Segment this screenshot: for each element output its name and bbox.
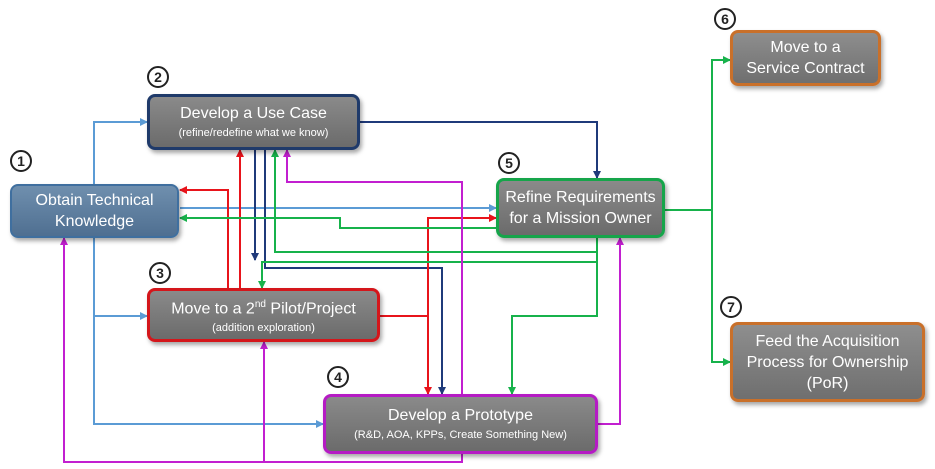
arrow-obtain-to-usecase bbox=[93, 118, 148, 185]
pilot-subtitle: (addition exploration) bbox=[212, 322, 315, 335]
arrow-prototype-to-pilot bbox=[260, 341, 463, 463]
badge-3: 3 bbox=[149, 262, 171, 284]
acq-line2: Process for Ownership bbox=[746, 353, 909, 371]
badge-6: 6 bbox=[714, 8, 736, 30]
arrow-prototype-to-usecase bbox=[283, 149, 463, 394]
arrow-usecase-to-refine bbox=[360, 121, 601, 179]
service-line1: Move to a bbox=[770, 39, 841, 56]
badge-7: 7 bbox=[720, 296, 742, 318]
box-service-contract: Move to a Service Contract bbox=[730, 30, 881, 86]
pilot-title: Move to a 2nd Pilot/Project bbox=[171, 298, 356, 318]
purple-connectors bbox=[60, 149, 624, 463]
arrow-usecase-to-prototype bbox=[264, 150, 446, 395]
box-develop-prototype: Develop a Prototype (R&D, AOA, KPPs, Cre… bbox=[323, 394, 598, 454]
acq-line1: Feed the Acquisition bbox=[755, 332, 900, 350]
usecase-title: Develop a Use Case bbox=[180, 105, 327, 122]
arrow-prototype-to-obtain bbox=[60, 237, 264, 463]
badge-4: 4 bbox=[327, 366, 349, 388]
badge-1: 1 bbox=[10, 150, 32, 172]
blue-connectors bbox=[93, 118, 497, 428]
red-connectors bbox=[179, 149, 497, 395]
usecase-subtitle: (refine/redefine what we know) bbox=[178, 127, 329, 139]
arrow-prototype-to-refine bbox=[598, 237, 624, 425]
arrow-obtain-to-pilot bbox=[93, 238, 148, 320]
acq-line3: (PoR) bbox=[806, 374, 849, 392]
box-refine-requirements: Refine Requirements for a Mission Owner bbox=[496, 178, 665, 238]
box-second-pilot: Move to a 2nd Pilot/Project (addition ex… bbox=[147, 288, 380, 342]
obtain-line2: Knowledge bbox=[54, 213, 135, 230]
navy-connectors bbox=[251, 121, 601, 395]
refine-line1: Refine Requirements bbox=[505, 189, 656, 206]
green-connectors bbox=[179, 56, 731, 395]
prototype-title: Develop a Prototype bbox=[388, 407, 533, 424]
box-obtain-technical-knowledge: Obtain Technical Knowledge bbox=[10, 184, 179, 238]
obtain-line1: Obtain Technical bbox=[35, 192, 154, 209]
box-feed-acquisition: Feed the Acquisition Process for Ownersh… bbox=[730, 322, 925, 402]
arrow-refine-to-obtain bbox=[179, 214, 496, 229]
arrow-refine-to-prototype bbox=[508, 238, 598, 395]
box-develop-use-case: Develop a Use Case (refine/redefine what… bbox=[147, 94, 360, 150]
badge-5: 5 bbox=[498, 152, 520, 174]
badge-2: 2 bbox=[147, 66, 169, 88]
arrow-obtain-to-prototype bbox=[93, 316, 324, 428]
arrow-refine-to-pilot bbox=[258, 252, 598, 289]
refine-line2: for a Mission Owner bbox=[509, 210, 652, 227]
arrow-pilot-to-obtain bbox=[179, 186, 229, 288]
arrow-refine-to-service bbox=[665, 56, 731, 211]
prototype-subtitle: (R&D, AOA, KPPs, Create Something New) bbox=[354, 429, 567, 441]
service-line2: Service Contract bbox=[746, 60, 865, 77]
arrow-refine-to-acquisition bbox=[711, 210, 731, 366]
